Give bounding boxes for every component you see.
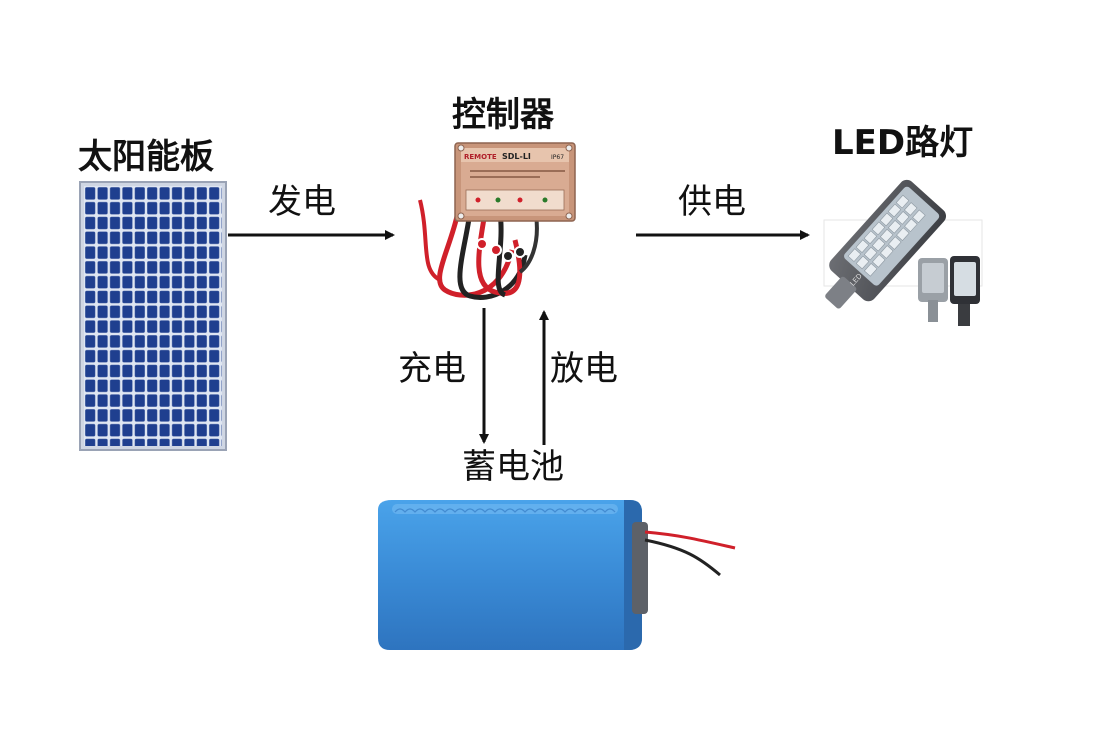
led-streetlight-image: LED <box>823 179 983 326</box>
controller-label: 控制器 <box>452 95 554 135</box>
controller-rating: IP67 <box>551 154 564 161</box>
charge-label: 充电 <box>398 349 466 389</box>
discharge-label: 放电 <box>550 349 618 389</box>
controller-brand: REMOTE <box>464 153 497 161</box>
solar-panel-image <box>79 181 227 451</box>
arrows <box>228 230 810 445</box>
battery-image <box>378 500 736 650</box>
battery-label: 蓄电池 <box>462 447 564 487</box>
controller-model: SDL-LI <box>502 152 531 161</box>
supply-label: 供电 <box>678 182 746 222</box>
generate-label: 发电 <box>268 182 336 222</box>
controller-image: REMOTE SDL-LI IP67 <box>418 142 576 300</box>
solar-panel-label: 太阳能板 <box>78 137 214 177</box>
led-streetlight-label: LED路灯 <box>832 123 974 163</box>
